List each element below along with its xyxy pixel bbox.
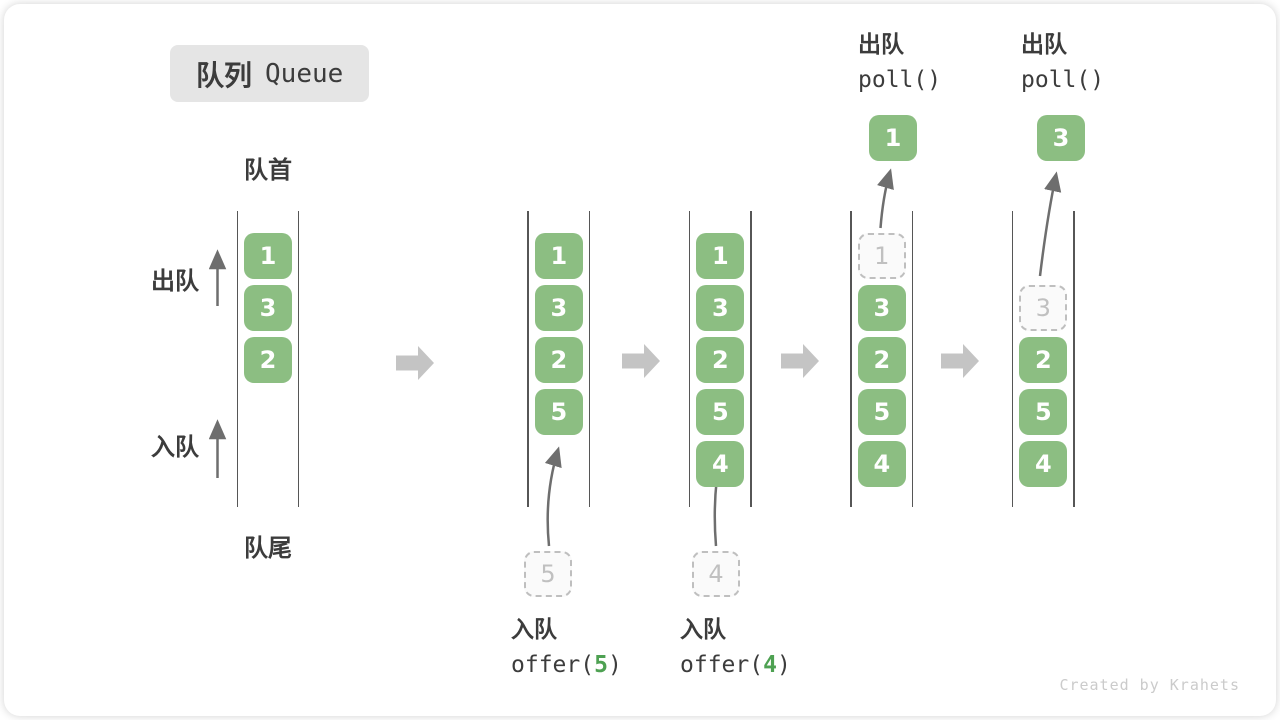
queue-cell: 4 bbox=[857, 441, 906, 487]
queue-cell: 2 bbox=[1019, 337, 1068, 383]
outgoing-cell: 1 bbox=[869, 115, 917, 161]
outgoing-cell: 3 bbox=[1037, 115, 1085, 161]
label-queue-rear: 队尾 bbox=[244, 534, 292, 562]
queue-rail bbox=[527, 211, 529, 507]
title-zh: 队列 bbox=[196, 58, 253, 92]
queue-cell-dashed: 1 bbox=[857, 233, 906, 279]
queue-rail bbox=[750, 211, 752, 507]
poll-annotation-b: 出队 poll() bbox=[1021, 31, 1104, 94]
offer-label-zh: 入队 bbox=[680, 617, 726, 643]
queue-cell: 3 bbox=[534, 285, 583, 331]
queue-cell: 2 bbox=[534, 337, 583, 383]
queue-cell: 5 bbox=[534, 389, 583, 435]
offer-annotation-b: 入队 offer(4) bbox=[680, 616, 791, 679]
queue-cell: 3 bbox=[857, 285, 906, 331]
offer-code: offer(4) bbox=[680, 652, 791, 678]
queue-cell: 1 bbox=[244, 233, 292, 279]
queue-rail bbox=[911, 211, 914, 507]
queue-cell: 1 bbox=[534, 233, 583, 279]
label-enqueue: 入队 bbox=[151, 433, 199, 461]
queue-cell: 4 bbox=[696, 441, 745, 487]
title-badge: 队列 Queue bbox=[170, 45, 370, 102]
queue-cell: 5 bbox=[696, 389, 745, 435]
poll-annotation-a: 出队 poll() bbox=[858, 31, 941, 94]
offer-code: offer(5) bbox=[511, 652, 622, 678]
label-dequeue: 出队 bbox=[151, 267, 199, 295]
watermark-credit: Created by Krahets bbox=[1059, 676, 1240, 694]
queue-rail bbox=[688, 211, 691, 507]
poll-code: poll() bbox=[1021, 67, 1105, 93]
queue-cell: 2 bbox=[857, 337, 906, 383]
queue-cell: 1 bbox=[696, 233, 745, 279]
card-background bbox=[4, 4, 1276, 716]
queue-cell: 2 bbox=[244, 337, 292, 383]
label-queue-front: 队首 bbox=[244, 156, 292, 184]
queue-rail bbox=[1073, 211, 1075, 507]
queue-cell: 5 bbox=[1019, 389, 1068, 435]
queue-rail bbox=[1011, 211, 1014, 507]
offer-label-zh: 入队 bbox=[511, 617, 557, 643]
poll-label-zh: 出队 bbox=[858, 32, 904, 58]
offer-annotation-a: 入队 offer(5) bbox=[511, 616, 622, 679]
incoming-cell: 5 bbox=[524, 551, 572, 597]
queue-cell: 5 bbox=[857, 389, 906, 435]
poll-label-zh: 出队 bbox=[1021, 32, 1067, 58]
queue-cell: 2 bbox=[696, 337, 745, 383]
queue-cell-dashed: 3 bbox=[1019, 285, 1068, 331]
queue-cell: 4 bbox=[1019, 441, 1068, 487]
queue-cell: 3 bbox=[244, 285, 292, 331]
queue-rail bbox=[588, 211, 591, 507]
queue-rail bbox=[297, 211, 300, 507]
queue-rail bbox=[236, 211, 239, 507]
queue-rail bbox=[850, 211, 852, 507]
title-en: Queue bbox=[265, 58, 344, 89]
poll-code: poll() bbox=[858, 67, 942, 93]
incoming-cell: 4 bbox=[692, 551, 740, 597]
queue-cell: 3 bbox=[696, 285, 745, 331]
